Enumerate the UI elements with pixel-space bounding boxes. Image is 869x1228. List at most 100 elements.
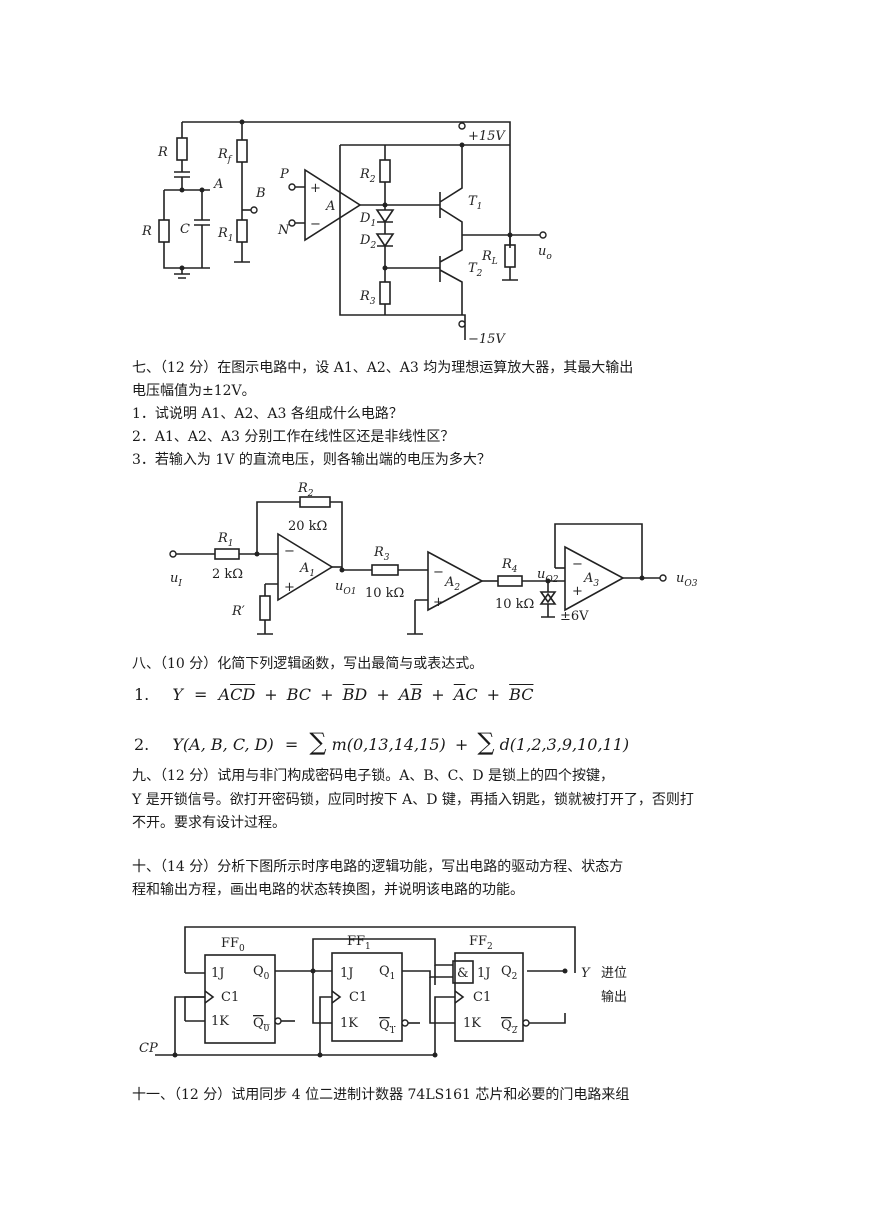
q8-equation-1: 1. Y = ACD + BC + BD + AB + AC + BC bbox=[134, 685, 533, 704]
c3-label-ff2: FF2 bbox=[469, 934, 493, 952]
c2-label-zener: ±6V bbox=[560, 609, 589, 624]
c3-ff1-k: 1K bbox=[340, 1016, 358, 1031]
label-r-bottom: R bbox=[141, 224, 152, 239]
q7-item-3: 3．若输入为 1V 的直流电压，则各输出端的电压为多大？ bbox=[132, 452, 491, 468]
eq1-plus-5: + bbox=[486, 685, 501, 704]
q8-eq2-number: 2. bbox=[134, 735, 150, 754]
c3-ff1-qbar: Q1 bbox=[379, 1018, 395, 1036]
c2-label-r3-val: 10 kΩ bbox=[365, 586, 404, 601]
eq2-equals: = bbox=[284, 735, 299, 754]
c3-label-y: Y bbox=[581, 966, 591, 981]
c3-ff2-j: 1J bbox=[477, 966, 490, 981]
label-r1: R1 bbox=[217, 226, 234, 244]
c2-a2-minus: − bbox=[433, 565, 444, 580]
eq1-term1-b: CD bbox=[230, 685, 256, 704]
label-r-top: R bbox=[157, 145, 168, 160]
c3-ff2-qbar: Q2 bbox=[501, 1018, 517, 1036]
eq1-y: Y bbox=[172, 685, 183, 704]
c3-label-ff1: FF1 bbox=[347, 934, 371, 952]
label-op-minus: − bbox=[310, 217, 321, 232]
c2-label-a3: A3 bbox=[583, 571, 599, 589]
label-d2: D2 bbox=[359, 233, 376, 251]
c2-label-r4-val: 10 kΩ bbox=[495, 597, 534, 612]
c3-ff0-k: 1K bbox=[211, 1014, 229, 1029]
c3-ff0-j: 1J bbox=[211, 966, 224, 981]
c2-label-r1: R1 bbox=[217, 531, 234, 549]
label-rl: RL bbox=[481, 249, 498, 267]
eq1-term2: BC bbox=[286, 685, 312, 704]
c2-label-rprime: R′ bbox=[231, 604, 245, 619]
label-t1: T1 bbox=[468, 194, 482, 212]
eq1-plus-3: + bbox=[376, 685, 390, 704]
eq1-term4-b: B bbox=[410, 685, 423, 704]
eq2-sum-2: ∑ bbox=[477, 728, 495, 756]
eq2-sum-1: ∑ bbox=[309, 728, 327, 756]
q7-item-1: 1．试说明 A1、A2、A3 各组成什么电路？ bbox=[132, 406, 403, 422]
label-t2: T2 bbox=[468, 261, 483, 279]
eq1-term3-b: D bbox=[354, 685, 368, 704]
q7-line1: 七、（12 分）在图示电路中，设 A1、A2、A3 均为理想运算放大器，其最大输… bbox=[132, 360, 634, 376]
eq1-plus-4: + bbox=[431, 685, 445, 704]
circuit-diagram-oscillator: R R C A B Rf R1 P N + − A R2 R3 D1 D2 T1… bbox=[141, 119, 552, 347]
label-uo: uo bbox=[538, 244, 552, 262]
eq2-lhs: Y(A, B, C, D) bbox=[172, 735, 274, 754]
eq1-term3-a: B bbox=[342, 685, 355, 704]
c3-ff2-k: 1K bbox=[463, 1016, 481, 1031]
c2-label-r4: R4 bbox=[501, 557, 518, 575]
q9-line1: 九、（12 分）试用与非门构成密码电子锁。A、B、C、D 是锁上的四个按键， bbox=[132, 768, 615, 784]
q8-eq1-number: 1. bbox=[134, 685, 150, 704]
c3-ff1-c: C1 bbox=[349, 990, 367, 1005]
label-op-a: A bbox=[325, 199, 335, 214]
c3-ff0-c: C1 bbox=[221, 990, 239, 1005]
c3-label-carry1: 进位 bbox=[601, 966, 627, 981]
eq1-term5-a: A bbox=[453, 685, 466, 704]
c2-label-a1: A1 bbox=[299, 561, 315, 579]
eq2-dontcares: d(1,2,3,9,10,11) bbox=[499, 735, 630, 754]
c2-a3-plus: + bbox=[572, 584, 583, 599]
q7-item-2: 2．A1、A2、A3 分别工作在线性区还是非线性区？ bbox=[132, 429, 455, 445]
label-node-b: B bbox=[255, 186, 266, 201]
label-r2: R2 bbox=[359, 167, 376, 185]
eq1-term1-a: A bbox=[218, 685, 231, 704]
c2-label-a2: A2 bbox=[444, 575, 460, 593]
c2-a3-minus: − bbox=[572, 557, 583, 572]
c2-label-r1-val: 2 kΩ bbox=[212, 567, 243, 582]
eq1-plus-2: + bbox=[320, 685, 334, 704]
label-r3: R3 bbox=[359, 289, 376, 307]
c2-label-uo3: uO3 bbox=[676, 571, 698, 589]
q8-equation-2: 2. Y(A, B, C, D) = ∑ m(0,13,14,15) + ∑ d… bbox=[134, 728, 629, 756]
eq2-plus: + bbox=[454, 735, 469, 754]
label-n: N bbox=[277, 223, 290, 238]
c2-label-uo2: uO2 bbox=[537, 567, 559, 585]
c3-ff1-j: 1J bbox=[340, 966, 353, 981]
c3-label-ff0: FF0 bbox=[221, 936, 245, 954]
label-vminus: −15V bbox=[468, 332, 506, 347]
c3-ff2-q: Q2 bbox=[501, 964, 517, 982]
eq2-minterms: m(0,13,14,15) bbox=[331, 735, 446, 754]
c2-label-r3: R3 bbox=[373, 545, 390, 563]
q11-line1: 十一、（12 分）试用同步 4 位二进制计数器 74LS161 芯片和必要的门电… bbox=[132, 1087, 630, 1103]
q9-line3: 不开。要求有设计过程。 bbox=[132, 815, 286, 831]
c3-label-carry2: 输出 bbox=[601, 989, 627, 1005]
label-vplus: +15V bbox=[468, 129, 506, 144]
c3-ff0-q: Q0 bbox=[253, 964, 270, 982]
eq1-term5-b: C bbox=[465, 685, 478, 704]
c2-label-r2: R2 bbox=[297, 481, 314, 499]
circuit-diagram-opamps: R2 20 kΩ R1 2 kΩ uI R′ − + A1 uO1 R3 10 … bbox=[169, 481, 698, 635]
eq1-equals: = bbox=[194, 685, 208, 704]
c2-label-r2-val: 20 kΩ bbox=[288, 519, 327, 534]
label-rf: Rf bbox=[217, 147, 233, 165]
q8-title: 八、（10 分）化简下列逻辑函数，写出最简与或表达式。 bbox=[132, 656, 484, 672]
q10-line1: 十、（14 分）分析下图所示时序电路的逻辑功能，写出电路的驱动方程、状态方 bbox=[132, 859, 624, 875]
c3-and-gate: & bbox=[457, 966, 469, 981]
eq1-plus-1: + bbox=[264, 685, 278, 704]
c3-ff2-c: C1 bbox=[473, 990, 491, 1005]
label-op-plus: + bbox=[310, 181, 321, 196]
circuit-diagram-sequential: FF0 FF1 FF2 1J C1 1K Q0 Q0 1J C1 1K Q1 Q… bbox=[139, 926, 627, 1058]
c3-label-cp: CP bbox=[139, 1041, 158, 1056]
q7-line2: 电压幅值为±12V。 bbox=[132, 383, 256, 399]
c3-ff1-q: Q1 bbox=[379, 964, 395, 982]
c2-a1-minus: − bbox=[284, 544, 295, 559]
q9-line2: Y 是开锁信号。欲打开密码锁，应同时按下 A、D 键，再插入钥匙，锁就被打开了，… bbox=[132, 792, 694, 808]
label-node-a: A bbox=[213, 177, 223, 192]
